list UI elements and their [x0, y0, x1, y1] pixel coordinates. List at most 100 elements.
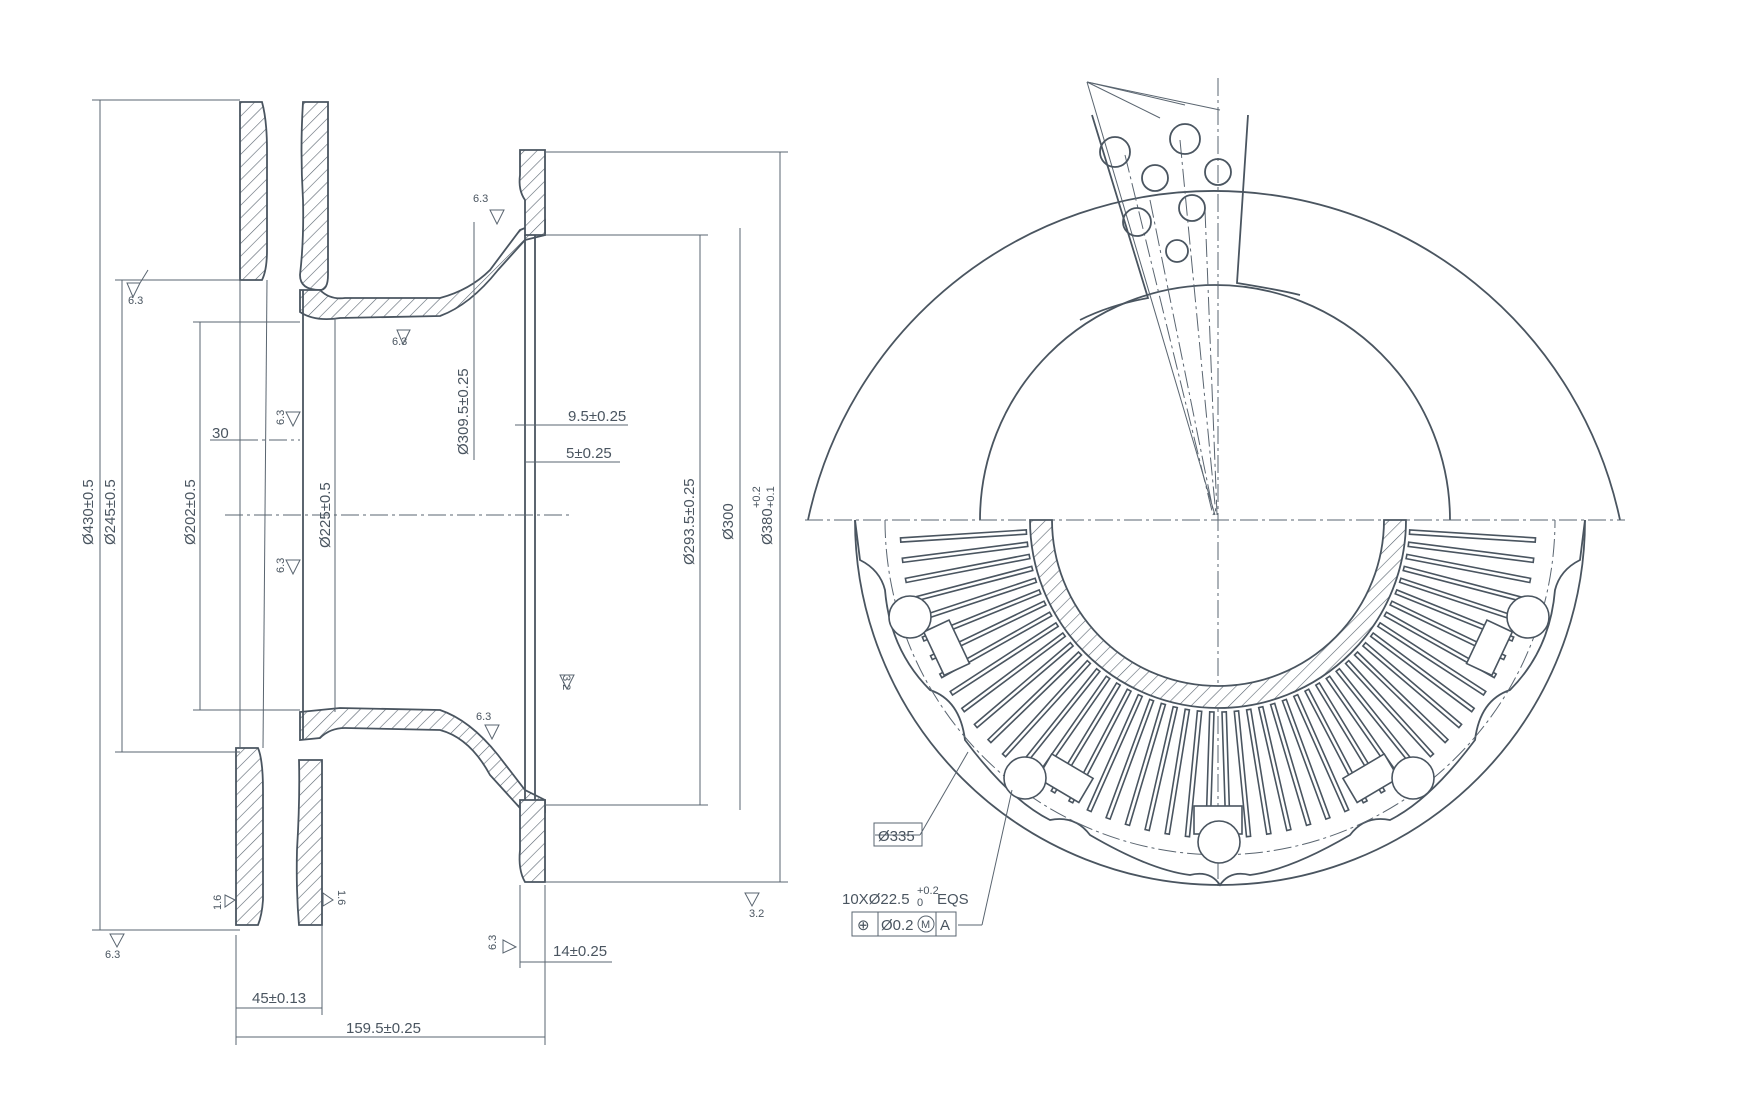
roughness-label: 6.3: [105, 949, 120, 961]
cooling-vane: [960, 631, 1067, 713]
dim-tol-380-lower: +0.1: [765, 486, 777, 508]
roughness-label: 6.3: [476, 711, 491, 723]
hole-circle: [1122, 207, 1152, 237]
outboard-plate-bottom: [235, 747, 264, 926]
cooling-vane: [901, 541, 1029, 564]
roughness-label: 6.3: [275, 410, 287, 425]
section-view: Ø430±0.5 Ø245±0.5 Ø202±0.5 Ø225±0.5 Ø309…: [80, 99, 788, 1045]
fcf-modifier: M: [921, 919, 930, 931]
vane-boss: [1341, 752, 1400, 804]
cooling-vane: [1144, 705, 1179, 832]
hole-circle: [1141, 164, 1169, 192]
roughness-symbol: [126, 269, 149, 299]
roughness-symbol: [322, 892, 334, 907]
hole-circle: [1099, 136, 1131, 168]
fcf-tolerance: Ø0.2: [881, 917, 914, 934]
vent-inner: [262, 279, 268, 749]
hat-section-bottom: [299, 707, 546, 814]
roughness-label: 3.2: [560, 675, 572, 690]
cooling-vane: [1016, 667, 1102, 771]
cooling-vane: [949, 621, 1060, 697]
outer-rim-bottom: [854, 519, 1586, 886]
dim-label-293: Ø293.5±0.25: [681, 478, 698, 565]
roughness-label: 6.3: [275, 558, 287, 573]
hat-flange-top: [518, 149, 546, 236]
cooling-vane: [1086, 693, 1144, 813]
dim-label-245: Ø245±0.5: [102, 479, 119, 545]
inboard-plate-bottom: [295, 759, 323, 926]
inner-arc-top: [979, 284, 1451, 521]
roughness-label: 6.3: [473, 193, 488, 205]
dim-label-202: Ø202±0.5: [182, 479, 199, 545]
dim-label-300: Ø300: [720, 503, 737, 540]
cooling-vane: [1105, 698, 1155, 821]
vane-boss: [1465, 618, 1514, 677]
cooling-vane: [1269, 702, 1312, 827]
cooling-vane: [1369, 631, 1476, 713]
dim-label-5: 5±0.25: [566, 445, 612, 462]
hole-circle: [1165, 239, 1189, 263]
radial-construction-lines: [1086, 81, 1221, 516]
roughness-symbol: [224, 894, 236, 908]
roughness-symbol: [502, 939, 518, 954]
dim-label-380: Ø380: [759, 508, 776, 545]
hole-circle: [1204, 158, 1232, 186]
hub-ring-section: [1029, 519, 1407, 709]
holes-tol-upper: +0.2: [917, 885, 939, 897]
roughness-label: 3.2: [749, 908, 764, 920]
dim-label-45: 45±0.13: [252, 990, 306, 1007]
cooling-vane: [1281, 698, 1331, 821]
cooling-vane: [1376, 621, 1487, 697]
holes-eqs: EQS: [937, 891, 969, 908]
roughness-symbol: [109, 933, 125, 949]
bolt-holes: [888, 595, 1550, 864]
holes-callout: 10XØ22.5: [842, 891, 910, 908]
cooling-vane: [1245, 708, 1272, 836]
roughness-symbol: [484, 724, 500, 741]
sector-holes: [1099, 123, 1232, 263]
sector-cutout: [1079, 114, 1301, 321]
bolt-hole: [1003, 756, 1047, 800]
roughness-symbol: [396, 329, 411, 346]
dim-label-9-5: 9.5±0.25: [568, 408, 626, 425]
roughness-label: 1.6: [335, 890, 347, 905]
cooling-vane: [1405, 553, 1532, 584]
outer-arc-top: [807, 190, 1621, 521]
vane-boss: [1036, 752, 1095, 804]
cooling-vane: [1257, 705, 1292, 832]
roughness-label: 6.3: [392, 336, 407, 348]
dim-label-225: Ø225±0.5: [317, 482, 334, 548]
cooling-vane: [904, 553, 1031, 584]
dim-label-430: Ø430±0.5: [80, 479, 97, 545]
roughness-label: 6.3: [128, 295, 143, 307]
cooling-vane: [1184, 710, 1203, 838]
inboard-plate-top: [299, 101, 329, 291]
bolt-hole: [888, 595, 932, 639]
cooling-vane: [1407, 541, 1535, 564]
cooling-vane: [1001, 659, 1092, 758]
cooling-vane: [1361, 641, 1463, 729]
bolt-hole: [1506, 595, 1550, 639]
cooling-vane: [1408, 529, 1537, 543]
leader-335: [919, 751, 969, 836]
dim-label-159-5: 159.5±0.25: [346, 1020, 421, 1037]
leader-holes: [981, 789, 1013, 926]
feature-control-frame: ⊕ Ø0.2 M A: [851, 911, 957, 937]
roughness-label: 1.6: [212, 895, 224, 910]
cooling-vane: [899, 529, 1028, 543]
cooling-vane: [1164, 708, 1191, 836]
roughness-symbol: [559, 674, 575, 691]
roughness-label: 6.3: [487, 935, 499, 950]
cooling-vane: [1233, 710, 1252, 838]
dim-label-309: Ø309.5±0.25: [455, 368, 472, 455]
cooling-vane: [973, 641, 1075, 729]
dim-label-30: 30: [212, 425, 229, 442]
mmc-circle: [917, 915, 935, 933]
hat-flange-bottom: [518, 799, 546, 883]
cooling-vane: [1124, 702, 1167, 827]
dim-label-335: Ø335: [878, 828, 915, 845]
bolt-hole: [1197, 820, 1241, 864]
hat-section-top: [299, 218, 546, 321]
roughness-symbol: [285, 559, 301, 576]
cooling-vane: [1334, 667, 1420, 771]
